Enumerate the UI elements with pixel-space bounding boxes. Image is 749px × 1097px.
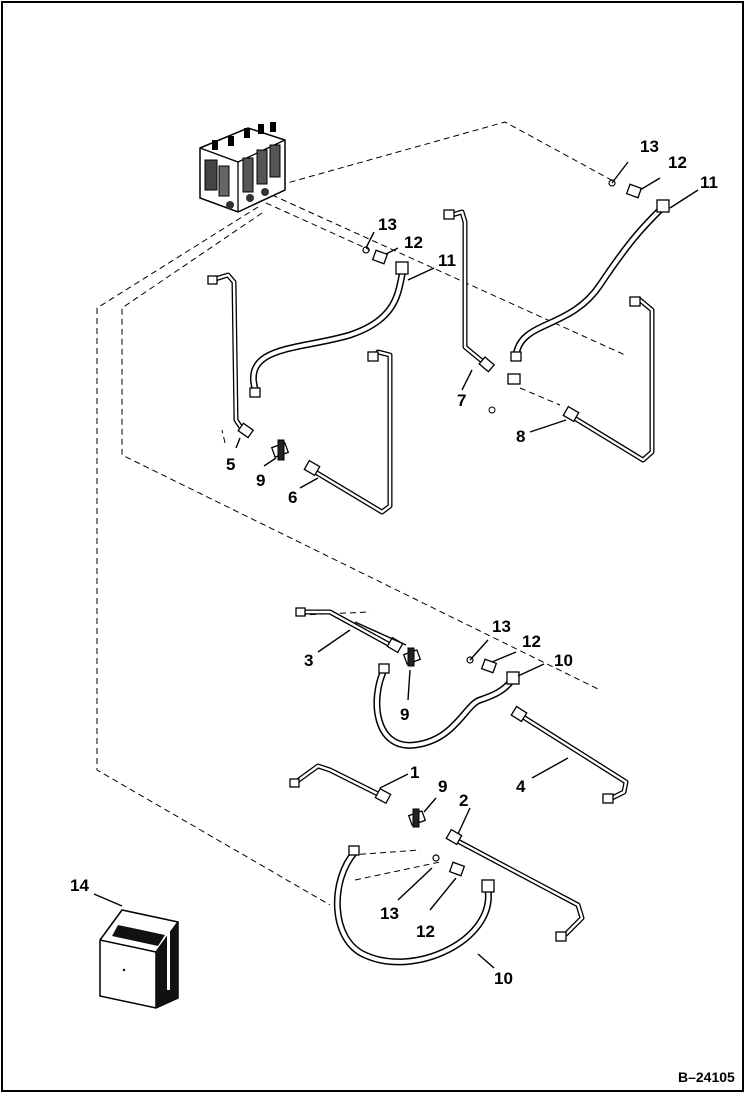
leader-lines <box>93 161 699 969</box>
oring-adapter-set-1 <box>362 246 389 265</box>
callout-13-top-left: 13 <box>378 215 397 234</box>
tee-fitting-9-middle <box>402 647 422 667</box>
dashed-routing-lines <box>96 121 626 906</box>
oring-adapter-set-4 <box>432 854 466 877</box>
control-valve <box>199 122 286 213</box>
callout-13-bottom: 13 <box>380 904 399 923</box>
callout-5: 5 <box>226 455 235 474</box>
tube-3 <box>295 607 404 654</box>
hose-10-middle <box>373 663 520 749</box>
tube-6 <box>303 349 393 515</box>
tube-8 <box>562 296 655 463</box>
oring-adapter-set-2 <box>608 179 643 199</box>
callout-4: 4 <box>516 777 526 796</box>
callout-12-top-right: 12 <box>668 153 687 172</box>
tube-2 <box>445 828 585 942</box>
callout-14: 14 <box>70 876 89 895</box>
hose-11-left <box>249 261 409 398</box>
callout-7: 7 <box>457 391 466 410</box>
callout-12-top-left: 12 <box>404 233 423 252</box>
tube-1 <box>289 763 392 805</box>
callout-8: 8 <box>516 427 525 446</box>
tube-7 <box>443 209 496 373</box>
callout-3: 3 <box>304 651 313 670</box>
kit-box <box>99 909 179 1009</box>
callout-13-middle: 13 <box>492 617 511 636</box>
tee-fitting-upper-right <box>488 373 521 414</box>
callout-labels: 13 12 11 13 12 11 7 8 5 9 6 3 13 12 10 9… <box>70 137 735 1085</box>
callout-6: 6 <box>288 488 297 507</box>
callout-12-bottom: 12 <box>416 922 435 941</box>
callout-12-middle: 12 <box>522 632 541 651</box>
callout-13-top-right: 13 <box>640 137 659 156</box>
callout-1: 1 <box>410 763 419 782</box>
callout-9-middle: 9 <box>400 705 409 724</box>
callout-10-middle: 10 <box>554 651 573 670</box>
tee-fitting-9-lower <box>407 808 427 828</box>
callout-11-top-right: 11 <box>700 173 718 192</box>
callout-9-lower: 9 <box>438 777 447 796</box>
hose-10-bottom <box>333 845 495 966</box>
tube-4 <box>510 705 629 804</box>
oring-adapter-set-3 <box>466 656 498 674</box>
callout-10-bottom: 10 <box>494 969 513 988</box>
callout-9-upper: 9 <box>256 471 265 490</box>
hose-11-right <box>510 199 670 362</box>
figure-reference: B–24105 <box>678 1069 735 1085</box>
tee-fitting-9-upper <box>270 439 290 461</box>
callout-2: 2 <box>459 791 468 810</box>
tube-5 <box>207 272 255 439</box>
callout-11-top-left: 11 <box>438 251 456 270</box>
